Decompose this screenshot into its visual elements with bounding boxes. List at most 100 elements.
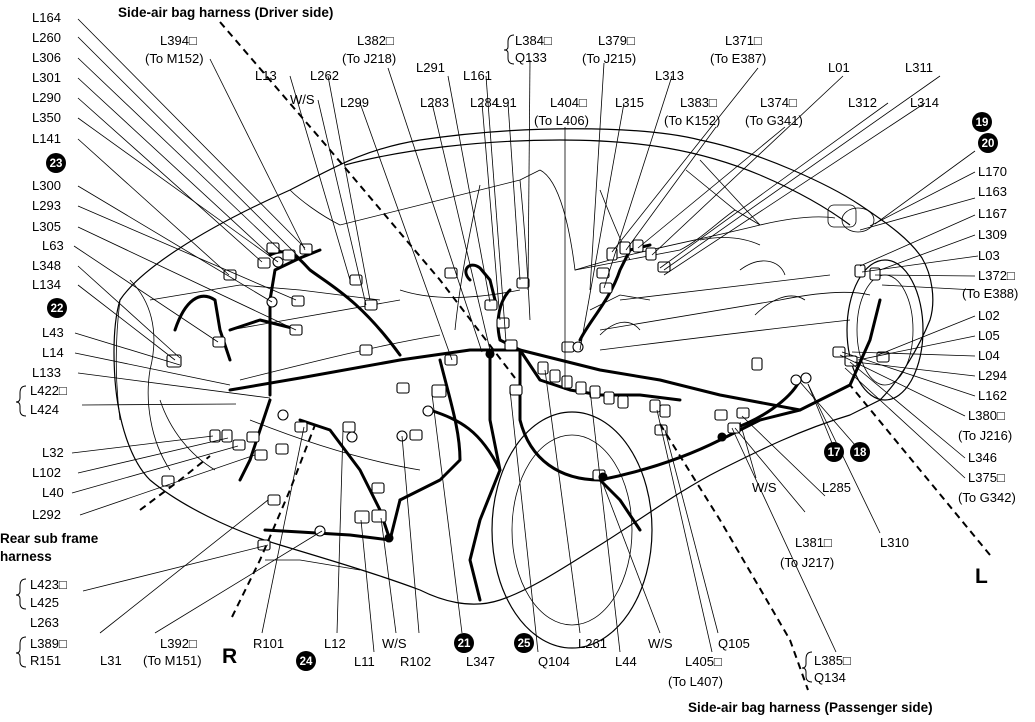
label: L293 [32, 198, 61, 213]
label: Q133 [515, 50, 547, 65]
label: Q105 [718, 636, 750, 651]
label: L299 [340, 95, 369, 110]
label: L405□ [685, 654, 722, 669]
label: L285 [822, 480, 851, 495]
wiring-harness [173, 243, 882, 602]
mid-label-group: W/S L285 L310 L381□ (To J217) [752, 480, 909, 570]
label: L14 [42, 345, 64, 360]
label: W/S [290, 92, 315, 107]
label: L290 [32, 90, 61, 105]
label: L313 [655, 68, 684, 83]
label: L383□ [680, 95, 717, 110]
callout-badge [514, 633, 534, 653]
label: L02 [978, 308, 1000, 323]
label: (To G341) [745, 113, 803, 128]
callout-badge [296, 651, 316, 671]
label: L261 [578, 636, 607, 651]
label: L371□ [725, 33, 762, 48]
label: L300 [32, 178, 61, 193]
callout-number: 22 [51, 303, 64, 315]
label: L03 [978, 248, 1000, 263]
label: (To E388) [962, 286, 1018, 301]
label: L311 [905, 60, 933, 75]
label: L382□ [357, 33, 394, 48]
car-body-outline [113, 128, 934, 649]
label: L394□ [160, 33, 197, 48]
label: L385□ [814, 653, 851, 668]
label: L262 [310, 68, 339, 83]
label: (To L407) [668, 674, 723, 689]
label: L424 [30, 402, 59, 417]
label: L141 [32, 131, 61, 146]
label: W/S [752, 480, 777, 495]
label: L40 [42, 485, 64, 500]
direction-right-marker: R [222, 645, 237, 668]
label: R151 [30, 653, 61, 668]
callout-number: 19 [976, 117, 989, 129]
label: (To K152) [664, 113, 720, 128]
callout-number: 24 [300, 656, 313, 668]
label: L161 [463, 68, 492, 83]
label: L260 [32, 30, 61, 45]
label: L04 [978, 348, 1000, 363]
callout-badge [47, 298, 67, 318]
label: (To J217) [780, 555, 834, 570]
label: L283 [420, 95, 449, 110]
right-label-column: L170 L163 L167 L309 L03 L372□ (To E388) … [958, 164, 1018, 505]
rear-sub-frame-title-1: Rear sub frame [0, 531, 99, 546]
rear-sub-frame-title-2: harness [0, 549, 52, 564]
label: L381□ [795, 535, 832, 550]
label: L404□ [550, 95, 587, 110]
label: L134 [32, 277, 61, 292]
label: L374□ [760, 95, 797, 110]
label: L01 [828, 60, 850, 75]
label: L170 [978, 164, 1007, 179]
label: L305 [32, 219, 61, 234]
label: L310 [880, 535, 909, 550]
driver-side-harness-title: Side-air bag harness (Driver side) [118, 5, 333, 20]
bottom-label-row: L423□ L425 L263 L389□ R151 L31 L392□ (To… [30, 383, 851, 689]
label: L315 [615, 95, 644, 110]
callout-number: 18 [854, 447, 867, 459]
dashed-routes [139, 21, 991, 691]
label: L163 [978, 184, 1007, 199]
label: Q104 [538, 654, 570, 669]
callout-badge [46, 153, 66, 173]
callout-badge [978, 133, 998, 153]
label: L291 [416, 60, 445, 75]
leader-lines [71, 18, 979, 653]
callout-badge [824, 442, 844, 462]
label: L422□ [30, 383, 67, 398]
label: L164 [32, 10, 61, 25]
label: L167 [978, 206, 1007, 221]
label: L32 [42, 445, 64, 460]
label: L389□ [30, 636, 67, 651]
callout-badge [850, 442, 870, 462]
top-label-row: L394□ (To M152) L13 W/S L262 L382□ (To J… [145, 33, 939, 128]
label: L372□ [978, 268, 1015, 283]
label: L384□ [515, 33, 552, 48]
label: W/S [382, 636, 407, 651]
label: (To M152) [145, 51, 204, 66]
label: (To J215) [582, 51, 636, 66]
label: L12 [324, 636, 346, 651]
label: L63 [42, 238, 64, 253]
label: L263 [30, 615, 59, 630]
label: L350 [32, 110, 61, 125]
label: L306 [32, 50, 61, 65]
label: L31 [100, 653, 122, 668]
label: (To E387) [710, 51, 766, 66]
label: L346 [968, 450, 997, 465]
left-label-column: L164 L260 L306 L301 L290 L350 L141 L300 … [32, 10, 64, 522]
label: L43 [42, 325, 64, 340]
label: Q134 [814, 670, 846, 685]
callout-number: 21 [458, 638, 471, 650]
label: L347 [466, 654, 495, 669]
label: L392□ [160, 636, 197, 651]
label: (To G342) [958, 490, 1016, 505]
label: L301 [32, 70, 61, 85]
label: (To M151) [143, 653, 202, 668]
label: L162 [978, 388, 1007, 403]
